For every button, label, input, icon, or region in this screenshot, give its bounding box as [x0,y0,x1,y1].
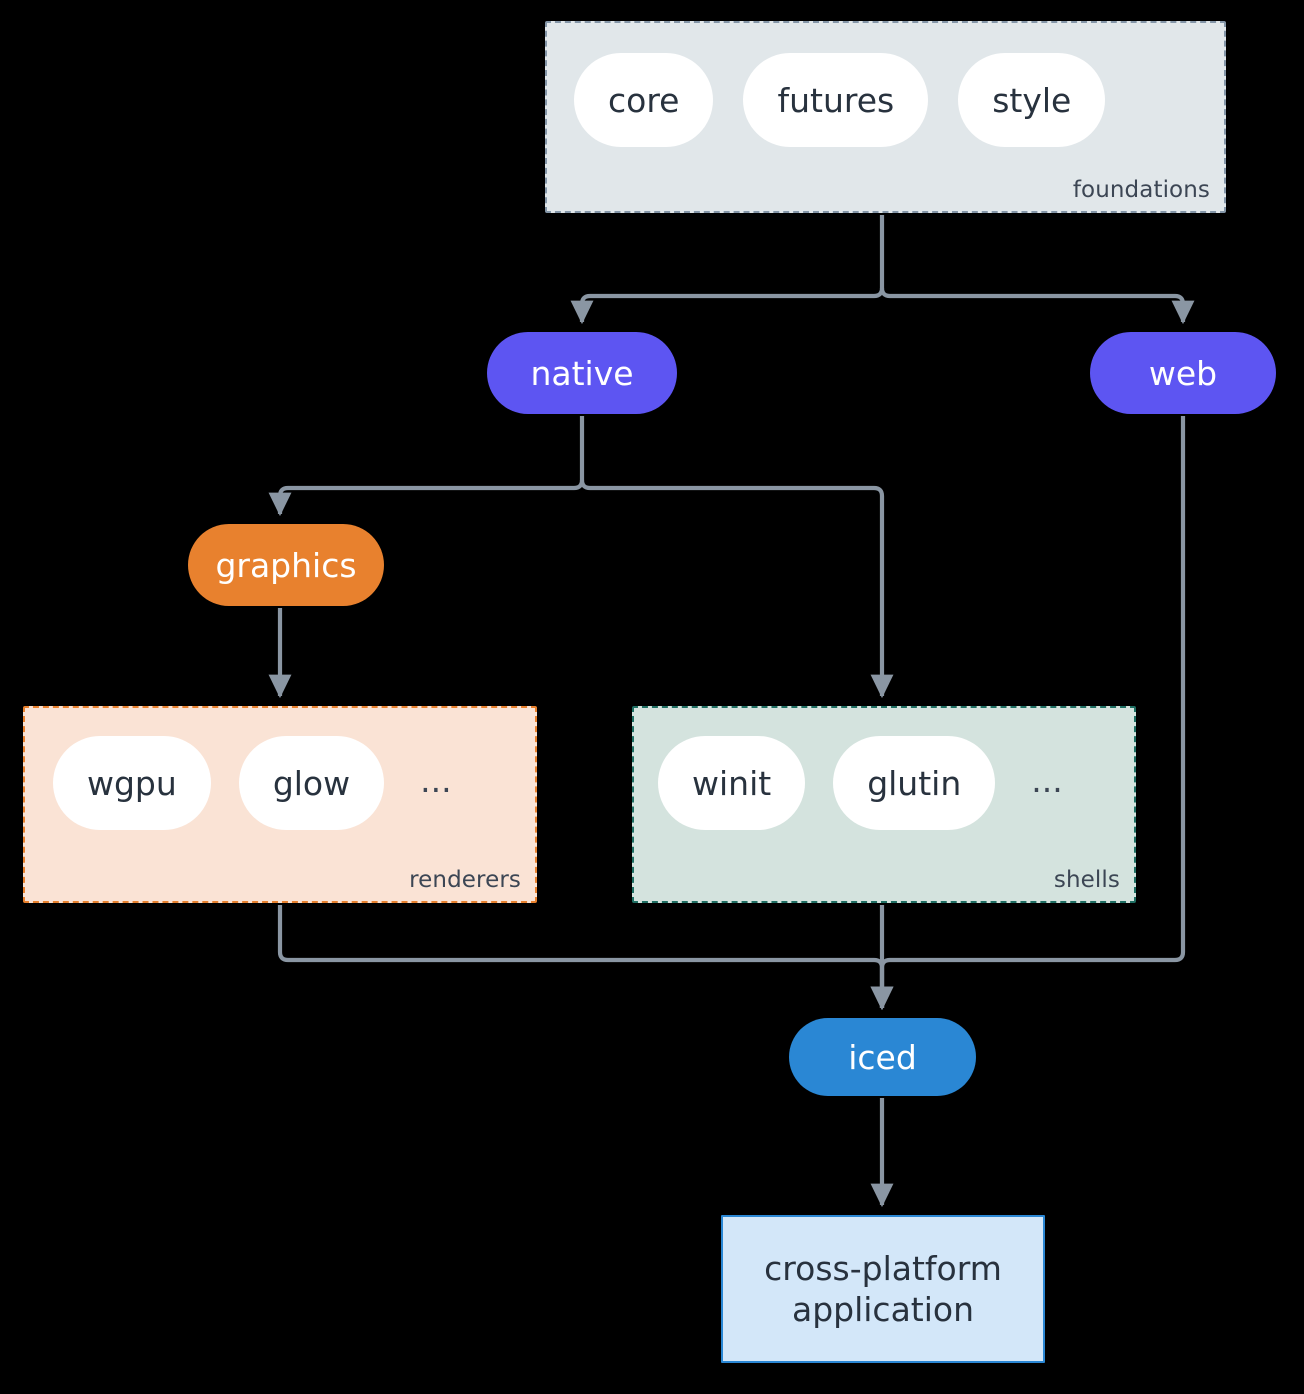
shells-item-glutin[interactable]: glutin [833,736,996,830]
renderers-more-ellipsis: ... [420,760,452,800]
shells-more-ellipsis: ... [1031,760,1063,800]
group-label-renderers: renderers [409,867,521,893]
group-shells: winit glutin ... shells [632,706,1136,903]
node-cross-platform-application[interactable]: cross-platform application [721,1215,1045,1363]
edge-renderers-to-iced [277,905,894,1011]
renderers-item-wgpu[interactable]: wgpu [53,736,211,830]
edge-native-to-graphics [268,479,585,517]
foundations-item-style[interactable]: style [958,53,1106,147]
renderers-item-glow[interactable]: glow [238,736,385,830]
group-label-foundations: foundations [1072,177,1210,203]
group-renderers: wgpu glow ... renderers [23,706,537,903]
application-label-line1: cross-platform [764,1248,1002,1288]
application-label-line2: application [791,1290,975,1329]
renderers-item-row: wgpu glow ... [53,736,460,830]
foundations-item-core[interactable]: core [574,53,714,147]
node-native[interactable]: native [487,332,677,414]
node-web[interactable]: web [1090,332,1276,414]
shells-item-winit[interactable]: winit [658,736,806,830]
edge-foundations-to-native [570,287,885,325]
edge-foundations-to-web [879,287,1195,325]
foundations-item-futures[interactable]: futures [743,53,929,147]
group-label-shells: shells [1053,867,1120,893]
node-iced[interactable]: iced [789,1018,976,1096]
group-foundations: core futures style foundations [545,21,1226,213]
foundations-item-row: core futures style [574,53,1106,147]
shells-item-row: winit glutin ... [658,736,1071,830]
node-graphics[interactable]: graphics [188,524,384,606]
edge-native-to-shells [579,479,894,699]
